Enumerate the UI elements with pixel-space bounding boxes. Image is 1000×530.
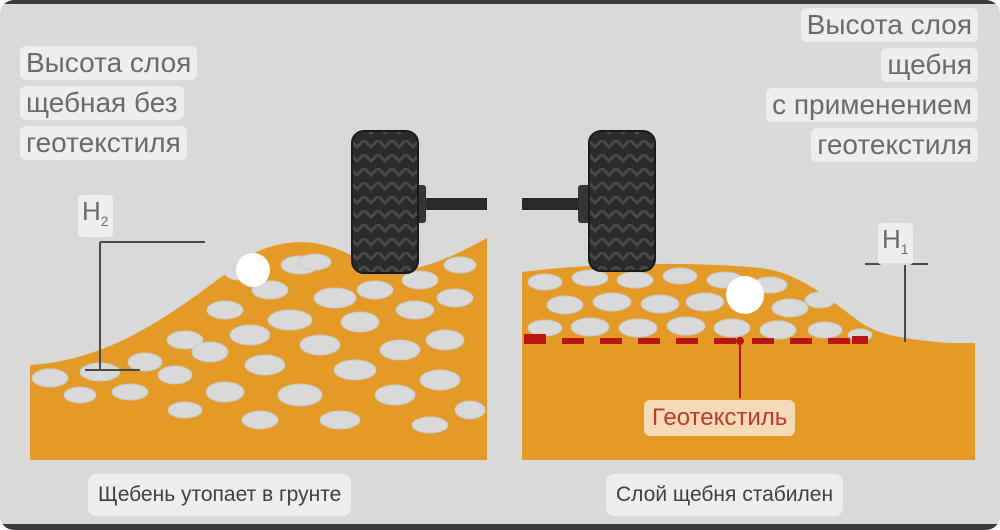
right-wheel-icon	[522, 130, 656, 272]
left-gravel-stones	[31, 253, 486, 434]
left-height-label: H2	[78, 195, 113, 238]
right-title-line-3: с применением	[766, 88, 978, 122]
right-title-line-4: геотекстиля	[811, 128, 978, 162]
right-soil-section	[522, 263, 975, 460]
right-height-label: H1	[878, 223, 913, 266]
left-soil-section	[30, 238, 487, 460]
geotextile-label: Геотекстиль	[644, 400, 796, 436]
geotextile-layer	[524, 334, 868, 344]
left-title-line-1: Высота слоя	[20, 46, 198, 80]
left-caption: Щебень утопает в грунте	[88, 474, 352, 516]
left-marker-dot	[236, 253, 270, 287]
left-title-line-2: щебная без	[20, 86, 184, 120]
bottom-border	[0, 524, 1000, 530]
left-wheel-icon	[351, 130, 487, 274]
top-border	[0, 0, 1000, 4]
right-title-line-2: щебня	[881, 48, 978, 82]
right-caption: Слой щебня стабилен	[606, 474, 844, 516]
right-title-line-1: Высота слоя	[800, 8, 978, 42]
left-height-marker	[85, 241, 205, 371]
left-title-line-3: геотекстиля	[20, 126, 187, 160]
right-marker-dot	[726, 276, 764, 314]
